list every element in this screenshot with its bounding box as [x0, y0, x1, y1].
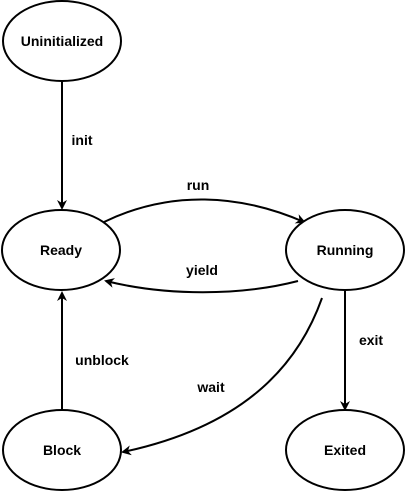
transition-exit-label: exit [358, 332, 384, 348]
state-ready-label: Ready [39, 242, 83, 258]
state-exited-node [285, 409, 405, 491]
edge-run [103, 198, 306, 224]
transition-yield-label: yield [186, 262, 218, 278]
state-running-label: Running [316, 242, 374, 258]
transition-init-label: init [71, 132, 93, 148]
transition-wait-label: wait [197, 379, 225, 395]
state-ready-node [1, 209, 121, 291]
state-block-node [2, 409, 122, 491]
transition-run-label: run [186, 177, 210, 193]
state-block-label: Block [42, 442, 82, 458]
state-running-node [285, 209, 405, 291]
state-uninitialized-label: Uninitialized [20, 33, 104, 49]
edge-wait [121, 297, 323, 456]
transition-unblock-label: unblock [75, 352, 129, 368]
edge-yield [104, 278, 299, 294]
state-uninitialized-node [2, 0, 122, 82]
state-exited-label: Exited [323, 442, 367, 458]
